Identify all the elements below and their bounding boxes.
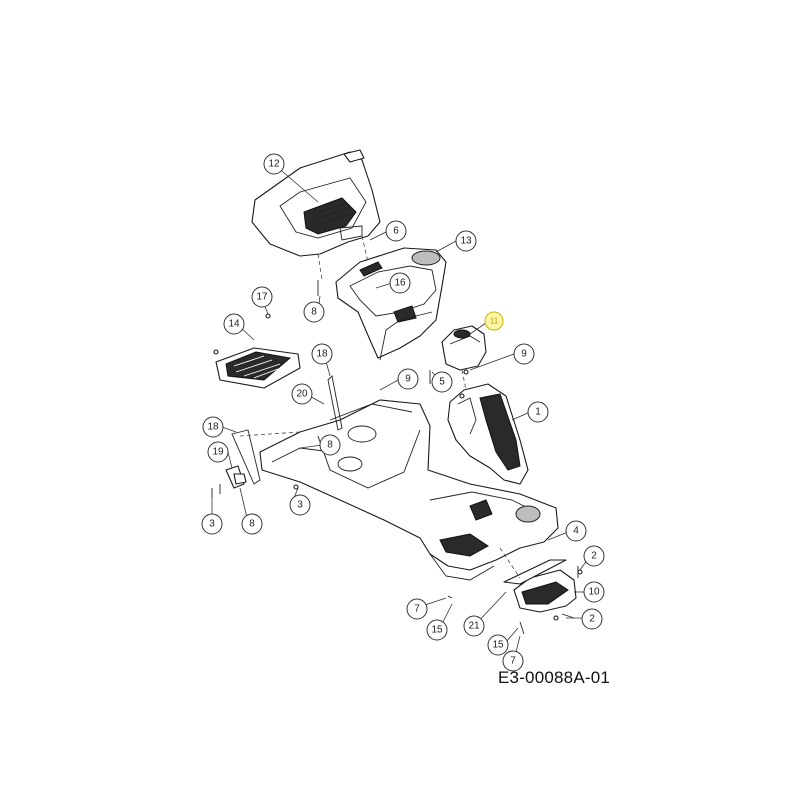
svg-text:9: 9	[521, 349, 527, 360]
callout-5: 5	[431, 371, 453, 393]
part-seat-cover	[251, 149, 381, 257]
svg-text:21: 21	[468, 621, 480, 632]
callout-10: 10	[583, 581, 605, 603]
callout-3-left: 3	[201, 513, 223, 535]
callout-16-dash: 16	[389, 272, 411, 294]
svg-text:7: 7	[510, 656, 516, 667]
svg-text:4: 4	[573, 526, 579, 537]
svg-text:20: 20	[296, 389, 308, 400]
svg-text:2: 2	[591, 551, 597, 562]
svg-text:16: 16	[394, 278, 406, 289]
callout-9-center: 9	[397, 368, 419, 390]
callout-19: 19	[207, 441, 229, 463]
part-fender	[447, 383, 529, 485]
svg-text:2: 2	[589, 614, 595, 625]
fasteners	[211, 280, 583, 635]
callout-13: 13	[455, 230, 477, 252]
svg-text:10: 10	[588, 587, 600, 598]
callout-9-right: 9	[513, 343, 535, 365]
part-console-cover	[441, 325, 487, 371]
callout-6: 6	[385, 220, 407, 242]
callout-12: 12	[263, 153, 285, 175]
callout-18: 18	[202, 416, 224, 438]
part-grille-plate	[215, 347, 301, 389]
svg-text:6: 6	[393, 226, 399, 237]
callout-3-right: 3	[289, 494, 311, 516]
callout-8-mid: 8	[319, 434, 341, 456]
svg-text:8: 8	[327, 440, 333, 451]
svg-text:15: 15	[431, 625, 443, 636]
svg-text:1: 1	[535, 407, 541, 418]
callout-21: 21	[463, 615, 485, 637]
svg-text:9: 9	[405, 374, 411, 385]
svg-text:14: 14	[228, 319, 240, 330]
callout-7-lower: 7	[502, 650, 524, 672]
svg-text:5: 5	[439, 377, 445, 388]
callout-2-upper: 2	[583, 545, 605, 567]
callout-4: 4	[565, 520, 587, 542]
callout-8-upper: 8	[303, 301, 325, 323]
callout-20: 20	[291, 383, 313, 405]
svg-text:3: 3	[297, 500, 303, 511]
svg-text:15: 15	[492, 640, 504, 651]
svg-text:12: 12	[268, 159, 280, 170]
svg-text:8: 8	[311, 307, 317, 318]
drawing-code: E3-00088A-01	[498, 668, 611, 687]
part-bracket	[225, 465, 247, 489]
svg-text:8: 8	[249, 519, 255, 530]
part-dash-panel	[335, 247, 447, 361]
callout-11: 11	[484, 311, 504, 331]
svg-text:18: 18	[207, 422, 219, 433]
svg-text:13: 13	[460, 236, 472, 247]
callout-1: 1	[527, 401, 549, 423]
svg-text:18: 18	[316, 349, 328, 360]
callout-15-left: 15	[426, 619, 448, 641]
svg-text:3: 3	[209, 519, 215, 530]
svg-text:7: 7	[414, 604, 420, 615]
callouts: 12 6 13 16 17 8 14 11 9 18 5 9 20 1 18 8…	[201, 153, 605, 672]
svg-text:19: 19	[212, 447, 224, 458]
svg-text:17: 17	[256, 292, 268, 303]
part-rods	[231, 375, 343, 485]
callout-2-lower: 2	[581, 608, 603, 630]
svg-text:11: 11	[490, 317, 499, 326]
assembly-lines	[239, 235, 521, 579]
callout-8-lower: 8	[241, 513, 263, 535]
part-front-bumper	[513, 569, 577, 613]
callout-7-upper: 7	[406, 598, 428, 620]
callout-14: 14	[223, 313, 245, 335]
callout-16-rod: 18	[311, 343, 333, 365]
callout-17: 17	[251, 286, 273, 308]
callout-15-right: 15	[487, 634, 509, 656]
part-front-plate	[503, 559, 567, 585]
